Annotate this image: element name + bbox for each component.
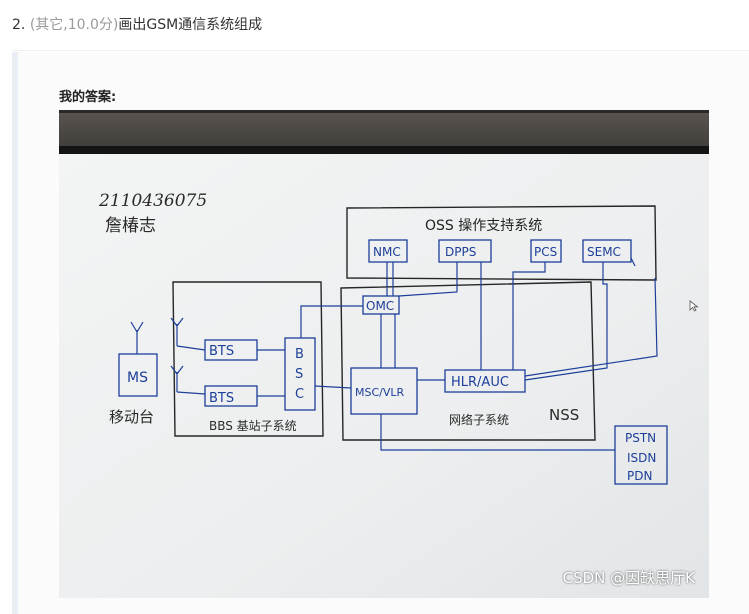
divider bbox=[12, 50, 749, 51]
msc-vlr-box bbox=[350, 367, 418, 415]
hlr-auc-label: HLR/AUC bbox=[451, 375, 509, 390]
paper-sheet bbox=[59, 154, 709, 598]
semc-box bbox=[582, 239, 632, 263]
watermark: CSDN @因缺思厅K bbox=[562, 569, 695, 587]
nss-caption: NSS bbox=[549, 406, 579, 424]
oss-label: OSS 操作支持系统 bbox=[425, 218, 542, 234]
bts2-label: BTS bbox=[209, 391, 234, 406]
bss-box bbox=[172, 281, 324, 437]
nss-caption-cn: 网络子系统 bbox=[449, 412, 509, 427]
oss-box bbox=[346, 205, 657, 281]
hand-drawn-diagram: 2110436075 詹椿志 OSS 操作支持系统 NMC DPPS PCS S… bbox=[59, 110, 709, 598]
bsc-letter-c: C bbox=[295, 387, 304, 402]
pcs-label: PCS bbox=[534, 245, 557, 259]
ms-label: MS bbox=[127, 370, 148, 386]
answer-photo: 2110436075 詹椿志 OSS 操作支持系统 NMC DPPS PCS S… bbox=[59, 110, 709, 598]
nss-box bbox=[340, 281, 596, 441]
hlr-auc-box bbox=[444, 369, 526, 393]
ms-caption: 移动台 bbox=[109, 408, 154, 426]
pdn-label: PDN bbox=[627, 469, 652, 483]
question-header: 2. (其它,10.0分)画出GSM通信系统组成 bbox=[12, 14, 262, 34]
bsc-box bbox=[284, 337, 316, 411]
pstn-label: PSTN bbox=[625, 431, 656, 445]
semc-label: SEMC bbox=[587, 245, 621, 259]
omc-label: OMC bbox=[366, 299, 394, 313]
dpps-label: DPPS bbox=[445, 245, 476, 259]
mouse-cursor-icon bbox=[689, 300, 699, 312]
ms-box bbox=[118, 353, 158, 397]
nmc-label: NMC bbox=[373, 245, 401, 259]
question-number: 2. bbox=[12, 17, 26, 33]
student-id: 2110436075 bbox=[98, 191, 207, 211]
dpps-box bbox=[438, 239, 492, 263]
bts1-label: BTS bbox=[209, 344, 234, 359]
answer-label: 我的答案: bbox=[59, 90, 117, 105]
answer-accent-bar bbox=[12, 52, 18, 614]
bsc-letter-s: S bbox=[295, 367, 303, 382]
pcs-box bbox=[530, 239, 562, 263]
connection-lines bbox=[130, 257, 658, 451]
isdn-label: ISDN bbox=[627, 451, 656, 465]
nmc-box bbox=[368, 239, 408, 263]
bsc-letter-b: B bbox=[295, 347, 304, 362]
question-meta: (其它,10.0分) bbox=[29, 17, 119, 33]
student-name: 詹椿志 bbox=[105, 216, 156, 236]
pstn-box bbox=[614, 425, 668, 485]
question-text: 画出GSM通信系统组成 bbox=[118, 17, 263, 33]
bss-caption: BBS 基站子系统 bbox=[209, 419, 297, 433]
msc-vlr-label: MSC/VLR bbox=[355, 386, 405, 399]
